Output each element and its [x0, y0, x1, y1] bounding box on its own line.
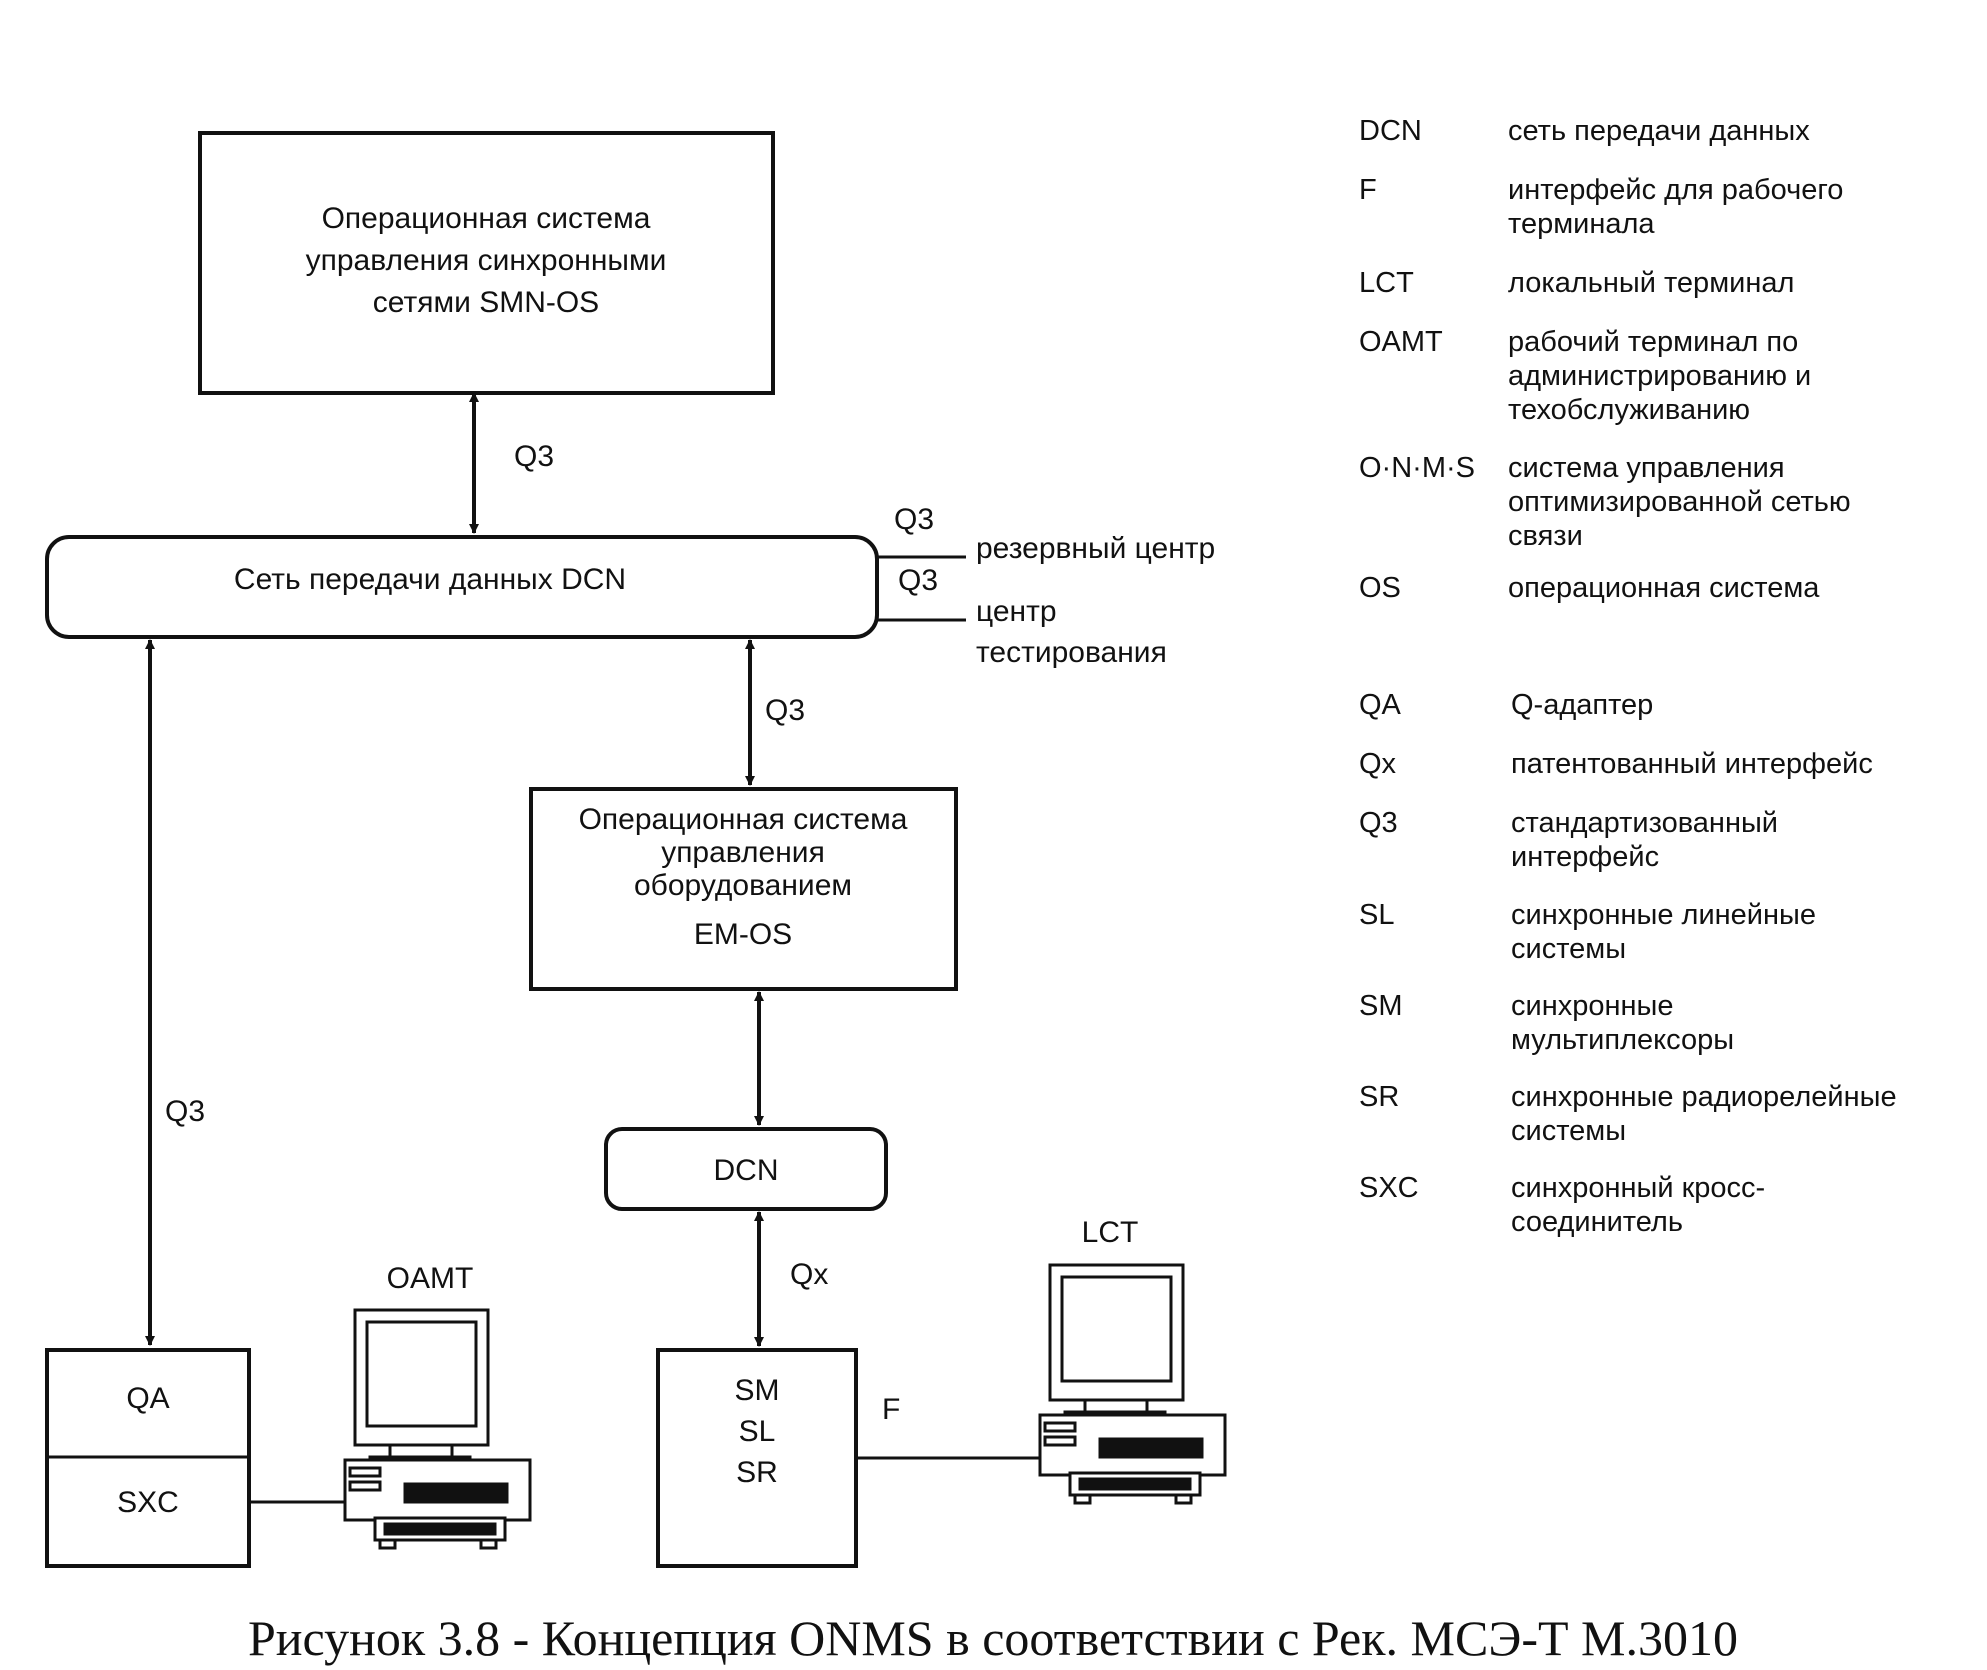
oamt-label: OAMT: [387, 1262, 474, 1295]
legend-desc-sxc-2: соединитель: [1511, 1206, 1683, 1238]
smn-os-line-1: Операционная система: [322, 202, 651, 235]
test-center-label-1: центр: [976, 595, 1057, 628]
dcn-small-label: DCN: [714, 1154, 779, 1187]
legend-desc-onms-1: система управления: [1508, 452, 1785, 484]
oamt-computer-icon: [343, 1308, 532, 1550]
legend-abbr-oamt: OAMT: [1359, 326, 1443, 358]
f-label: F: [882, 1393, 900, 1426]
legend-abbr-sm: SM: [1359, 990, 1403, 1022]
q3-test-label: Q3: [898, 564, 938, 597]
legend-abbr-sl: SL: [1359, 899, 1394, 931]
legend-desc-oamt-3: техобслуживанию: [1508, 394, 1750, 426]
legend-desc-dcn: сеть передачи данных: [1508, 115, 1810, 147]
sm-sl-sr-block: SM SL SR: [656, 1348, 858, 1568]
lct-label: LCT: [1082, 1216, 1139, 1249]
legend-abbr-q3: Q3: [1359, 807, 1398, 839]
legend-desc-sxc-1: синхронный кросс-: [1511, 1172, 1765, 1204]
legend-desc-qx: патентованный интерфейс: [1511, 748, 1873, 780]
dcn-main-label: Сеть передачи данных DCN: [234, 563, 626, 596]
legend-abbr-dcn: DCN: [1359, 115, 1422, 147]
legend-desc-sr-2: системы: [1511, 1115, 1626, 1147]
legend-desc-sl-2: системы: [1511, 933, 1626, 965]
q3-top-label: Q3: [514, 440, 554, 473]
qa-label: QA: [126, 1382, 169, 1415]
em-os-box: Операционная система управления оборудов…: [529, 787, 958, 991]
legend-desc-sm-1: синхронные: [1511, 990, 1673, 1022]
smn-os-line-2: управления синхронными: [306, 244, 667, 277]
qa-sxc-block: QA SXC: [45, 1348, 251, 1568]
smn-os-box: Операционная система управления синхронн…: [198, 131, 775, 395]
legend-desc-os: операционная система: [1508, 572, 1820, 604]
legend-desc-lct: локальный терминал: [1508, 267, 1794, 299]
legend-abbr-onms: O·N·M·S: [1359, 452, 1475, 484]
legend-desc-sl-1: синхронные линейные: [1511, 899, 1816, 931]
dcn-small-box: DCN: [604, 1127, 888, 1211]
sr-label: SR: [736, 1456, 778, 1489]
legend-desc-onms-3: связи: [1508, 520, 1583, 552]
legend-desc-onms-2: оптимизированной сетью: [1508, 486, 1851, 518]
sm-label: SM: [735, 1374, 780, 1407]
legend-desc-q3-1: стандартизованный: [1511, 807, 1778, 839]
legend-desc-sr-1: синхронные радиорелейные: [1511, 1081, 1897, 1113]
smn-os-line-3: сетями SMN-OS: [373, 286, 599, 319]
dcn-main-box: Сеть передачи данных DCN: [45, 535, 879, 639]
legend-desc-sm-2: мультиплексоры: [1511, 1024, 1734, 1056]
sxc-label: SXC: [117, 1486, 179, 1519]
legend-abbr-sr: SR: [1359, 1081, 1399, 1113]
em-os-abbr: EM-OS: [694, 918, 792, 951]
legend-desc-f-2: терминала: [1508, 208, 1655, 240]
test-center-label-2: тестирования: [976, 636, 1167, 669]
qx-label: Qx: [790, 1258, 828, 1291]
legend: DCN сеть передачи данных F интерфейс для…: [1359, 115, 1897, 1238]
legend-desc-oamt-1: рабочий терминал по: [1508, 326, 1798, 358]
legend-desc-f-1: интерфейс для рабочего: [1508, 174, 1843, 206]
legend-desc-oamt-2: администрированию и: [1508, 360, 1811, 392]
lct-computer-icon: [1038, 1263, 1227, 1505]
legend-abbr-qx: Qx: [1359, 748, 1397, 780]
q3-left-label: Q3: [165, 1095, 205, 1128]
legend-desc-qa: Q-адаптер: [1511, 689, 1653, 721]
em-os-line-3: оборудованием: [634, 869, 852, 902]
legend-desc-q3-2: интерфейс: [1511, 841, 1659, 873]
legend-abbr-sxc: SXC: [1359, 1172, 1419, 1204]
backup-center-label: резервный центр: [976, 532, 1215, 565]
legend-abbr-qa: QA: [1359, 689, 1402, 721]
em-os-line-1: Операционная система: [579, 803, 908, 836]
em-os-line-2: управления: [661, 836, 825, 869]
q3-backup-label: Q3: [894, 503, 934, 536]
legend-abbr-lct: LCT: [1359, 267, 1414, 299]
legend-abbr-f: F: [1359, 174, 1377, 206]
q3-mid-label: Q3: [765, 694, 805, 727]
figure-caption: Рисунок 3.8 - Концепция ONMS в соответст…: [248, 1610, 1738, 1666]
legend-abbr-os: OS: [1359, 572, 1401, 604]
sl-label: SL: [739, 1415, 776, 1448]
